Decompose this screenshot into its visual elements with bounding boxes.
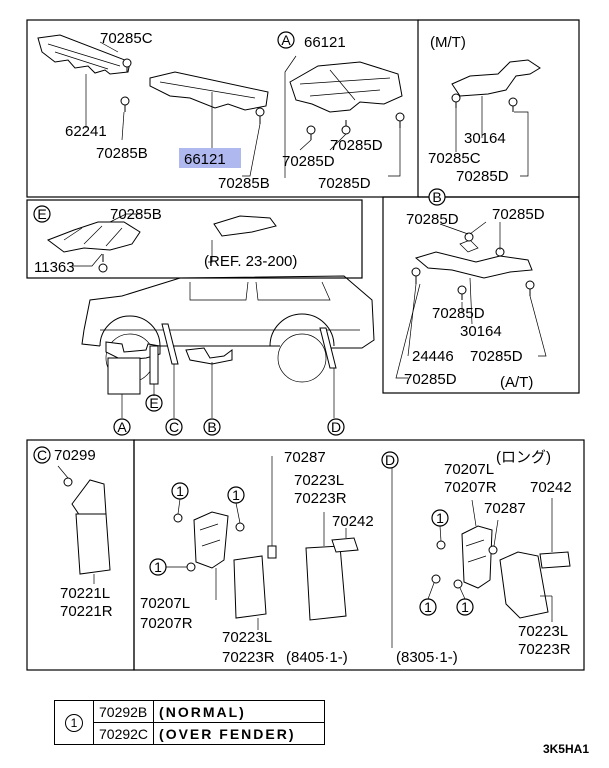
legend-row: 70292C (OVER FENDER) (55, 722, 326, 745)
mud-flap-70221 (57, 465, 111, 575)
section-a-frame (26, 19, 419, 198)
crossmember-30164-at (411, 232, 535, 300)
section-b-frame (382, 196, 580, 394)
label-70223r-d: 70223R (518, 641, 571, 658)
label-70287-main: 70287 (284, 449, 326, 466)
crossmember-30164-mt (451, 59, 541, 112)
label-70207r-d: 70207R (444, 479, 497, 496)
diagram-code: 3K5HA1 (542, 742, 589, 756)
bolts-section-a (120, 58, 405, 140)
mud-flap-70223-main (233, 537, 359, 621)
section-d-badge-circle (381, 451, 399, 469)
section-b-footer: (A/T) (500, 374, 533, 391)
label-11363: 11363 (34, 259, 75, 276)
section-e-badge-circle (33, 205, 51, 223)
section-d-header: (ロング) (496, 449, 551, 466)
label-70285d-a3: 70285D (318, 175, 371, 192)
label-70285d-b1: 70285D (406, 211, 459, 228)
svg-text:D: D (331, 419, 341, 435)
label-70285b-e: 70285B (110, 206, 162, 223)
section-e-badge: E (37, 206, 46, 222)
label-70221r: 70221R (60, 603, 113, 620)
skid-plate-11363 (46, 221, 141, 273)
legend-code-normal: 70292B (92, 700, 155, 723)
section-c-badge: C (37, 447, 47, 463)
label-66121-top: 66121 (304, 34, 346, 51)
mud-flap-70223-d (499, 498, 571, 622)
vehicle-parts (105, 323, 337, 395)
label-70285d-b4: 70285D (470, 348, 523, 365)
label-range-8305: (8305·1-) (396, 649, 458, 666)
ref-bracket (213, 215, 277, 237)
svg-text:E: E (149, 395, 158, 411)
svg-text:1: 1 (424, 599, 432, 615)
leaders-section-a (85, 41, 401, 178)
label-70287-d: 70287 (484, 500, 526, 517)
label-70285d-b3: 70285D (432, 305, 485, 322)
label-70285d-b5: 70285D (404, 371, 457, 388)
label-70207l-d: 70207L (444, 461, 494, 478)
skid-plate-66121-right (289, 61, 403, 113)
legend-desc-over-fender: (OVER FENDER) (153, 722, 326, 745)
label-70285d-a2: 70285D (282, 153, 335, 170)
section-b-badge-circle (428, 188, 446, 206)
label-70223l-main: 70223L (294, 472, 344, 489)
label-30164-at: 30164 (460, 323, 502, 340)
label-ref-23-200: (REF. 23-200) (204, 253, 297, 270)
svg-text:C: C (169, 419, 179, 435)
svg-text:1: 1 (154, 559, 162, 575)
vehicle-callout-leaders (121, 362, 335, 418)
svg-text:1: 1 (461, 599, 469, 615)
label-70223r-main-b: 70223R (222, 649, 275, 666)
label-70223r-main: 70223R (294, 490, 347, 507)
label-70207r-main: 70207R (140, 615, 193, 632)
label-24446: 24446 (412, 348, 454, 365)
label-70207l-main: 70207L (140, 595, 190, 612)
label-66121-highlight: 66121 (184, 151, 226, 168)
svg-text:1: 1 (232, 487, 240, 503)
svg-text:A: A (117, 419, 127, 435)
section-d-badge: D (385, 452, 395, 468)
label-70285d-b2: 70285D (492, 206, 545, 223)
label-70242-d: 70242 (530, 479, 572, 496)
bracket-70207-d (427, 499, 499, 600)
section-a-badge-circle (277, 31, 295, 49)
legend-circled-one: 1 (65, 713, 83, 732)
section-mt-header: (M/T) (430, 34, 466, 51)
label-70285c-top: 70285C (100, 30, 153, 47)
label-70285b-left: 70285B (96, 145, 148, 162)
legend-table: 1 70292B (NORMAL) 70292C (OVER FENDER) (54, 700, 326, 745)
label-70285b-mid: 70285B (218, 175, 270, 192)
vehicle-callouts: A E C B D (113, 394, 345, 436)
label-70242-main: 70242 (332, 513, 374, 530)
legend-code-over-fender: 70292C (92, 722, 155, 745)
label-70223l-main-b: 70223L (222, 629, 272, 646)
label-range-8405: (8405·1-) (286, 649, 348, 666)
label-62241: 62241 (65, 123, 107, 140)
legend-desc-normal: (NORMAL) (153, 700, 326, 723)
label-70223l-d: 70223L (518, 623, 568, 640)
label-70299: 70299 (54, 447, 96, 464)
section-c-badge-circle (33, 446, 51, 464)
bracket-70207-main (166, 498, 245, 572)
label-70285d-mt: 70285D (456, 168, 509, 185)
svg-text:B: B (207, 419, 216, 435)
label-30164-mt: 30164 (464, 130, 506, 147)
label-70285c-mt: 70285C (428, 150, 481, 167)
section-main-frame (133, 439, 585, 671)
svg-text:1: 1 (436, 510, 444, 526)
section-b-badge: B (432, 189, 441, 205)
legend-row: 1 70292B (NORMAL) (54, 700, 326, 745)
vehicle-outline (81, 275, 375, 383)
skid-plate-66121-mid (149, 71, 269, 111)
label-70221l: 70221L (60, 585, 110, 602)
label-70285d-a1: 70285D (330, 137, 383, 154)
section-a-badge: A (281, 32, 291, 48)
legend-symbol: 1 (54, 700, 94, 745)
svg-text:1: 1 (176, 483, 184, 499)
highlight-66121 (179, 148, 241, 168)
